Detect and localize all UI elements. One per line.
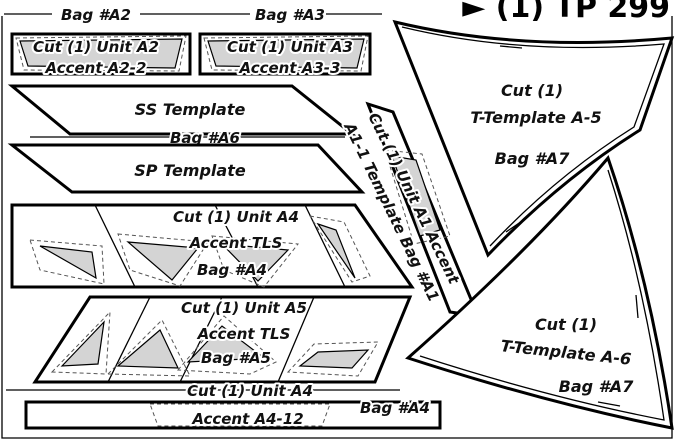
- unit-a5-piece: Cut (1) Unit A5 Accent TLS Bag #A5: [32, 295, 413, 384]
- unit-a3-cut-label: Cut (1) Unit A3: [227, 38, 353, 56]
- unit-a4-strip-accent-label: Accent A4-12: [191, 410, 303, 428]
- unit-a2-accent-label: Accent A2-2: [45, 59, 147, 77]
- unit-a3-piece: Cut (1) Unit A3 Accent A3-3 Bag #A3: [198, 4, 372, 79]
- t-template-a6-piece: Cut (1) T-Template A-6 Bag #A7: [405, 155, 674, 430]
- unit-a5-accent-label: Accent TLS: [197, 325, 291, 343]
- bag-a4-strip-label: Bag #A4: [360, 399, 430, 417]
- pattern-header: ► (1) TP 299: [462, 0, 670, 25]
- unit-a4-accent-label: Accent TLS: [189, 234, 283, 252]
- sp-template-label: SP Template: [134, 161, 246, 180]
- t-a5-name-label: T-Template A-5: [470, 108, 601, 127]
- sheet-border: [1, 16, 673, 439]
- bag-a7-label-bottom: Bag #A7: [559, 377, 635, 396]
- t-a5-cut-label: Cut (1): [501, 81, 563, 100]
- unit-a4-cut-label: Cut (1) Unit A4: [173, 208, 299, 226]
- unit-a4-strip-piece: Accent A4-12 Bag #A4: [24, 397, 442, 430]
- ss-template-piece: SS Template: [7, 84, 357, 136]
- unit-a4-strip-cut-label: Cut (1) Unit A4: [187, 382, 313, 400]
- bag-a5-label: Bag #A5: [201, 349, 271, 367]
- unit-a5-cut-label: Cut (1) Unit A5: [181, 299, 307, 317]
- bag-a4-label: Bag #A4: [197, 261, 267, 279]
- ss-template-label: SS Template: [135, 100, 246, 119]
- bag-a7-label-top: Bag #A7: [495, 149, 571, 168]
- bag-a2-label: Bag #A2: [61, 6, 131, 24]
- sp-template-piece: SP Template: [7, 143, 366, 194]
- unit-a3-accent-label: Accent A3-3: [239, 59, 341, 77]
- pattern-number: (1) TP 299: [495, 0, 670, 25]
- unit-a2-cut-label: Cut (1) Unit A2: [33, 38, 159, 56]
- bag-a3-label: Bag #A3: [255, 6, 325, 24]
- unit-a4-piece: Cut (1) Unit A4 Accent TLS Bag #A4: [10, 203, 415, 289]
- t-template-a5-piece: Cut (1) T-Template A-5 Bag #A7: [392, 19, 675, 258]
- t-a6-cut-label: Cut (1): [535, 315, 597, 334]
- unit-a2-piece: Cut (1) Unit A2 Accent A2-2 Bag #A2: [10, 4, 192, 79]
- arrow-icon: ►: [462, 0, 486, 25]
